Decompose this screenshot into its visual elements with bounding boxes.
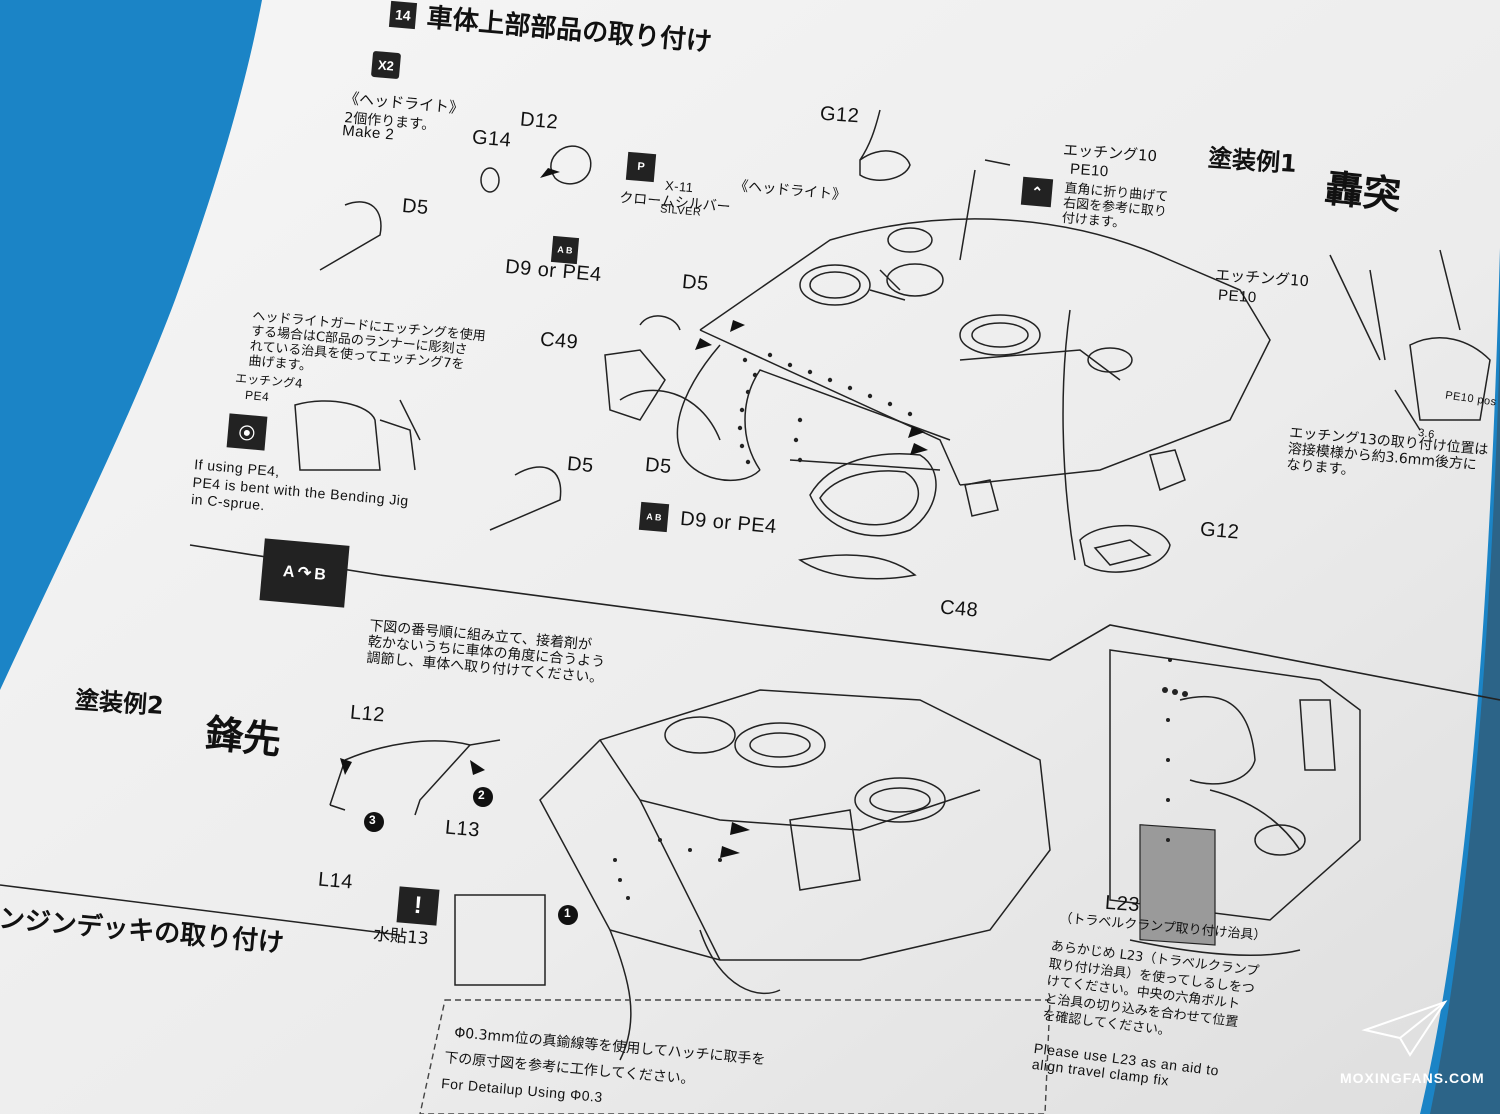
jig-icon-small-b: A B <box>638 501 670 533</box>
pe10-right: PE10 <box>1217 286 1258 307</box>
paint-icon: P <box>625 151 657 183</box>
multiplier-badge: X2 <box>370 50 402 80</box>
marking2-name: 鋒先 <box>202 710 284 763</box>
part-c49: C49 <box>539 328 580 354</box>
part-c48: C48 <box>939 596 980 622</box>
step-number: 14 <box>394 6 412 24</box>
bending-jig-icon: A ↷ B <box>259 538 350 608</box>
pe10-fold-note: 直角に折り曲げて 右図を参考に取り 付けます。 <box>1061 181 1169 232</box>
part-d5-c: D5 <box>566 452 595 478</box>
marking1-name: 轟突 <box>1322 165 1404 218</box>
step-number-badge: 14 <box>388 0 418 30</box>
part-l23: L23 <box>1104 891 1141 917</box>
part-d5-b: D5 <box>681 270 710 296</box>
part-d5-a: D5 <box>401 194 430 220</box>
part-g12-bottom: G12 <box>1199 518 1241 544</box>
part-g14: G14 <box>471 126 513 152</box>
fold-icon: ⌃ <box>1020 176 1054 208</box>
warning-icon: ! <box>396 886 440 926</box>
bend-icon: ⦿ <box>226 413 268 451</box>
part-g12-top: G12 <box>819 102 861 128</box>
step-circle-2: 2 <box>478 788 486 802</box>
part-l14: L14 <box>317 868 354 894</box>
step-circle-3: 3 <box>369 813 377 827</box>
paper-plane-logo <box>1361 1000 1448 1057</box>
part-l12: L12 <box>349 701 386 727</box>
part-d12: D12 <box>519 108 560 134</box>
part-d5-d: D5 <box>644 453 673 479</box>
pe4-label: PE4 <box>244 387 270 405</box>
step-circle-1: 1 <box>564 906 572 920</box>
part-l13: L13 <box>444 816 481 842</box>
pe10-label: PE10 <box>1069 160 1110 181</box>
watermark-text: MOXINGFANS.COM <box>1340 1070 1485 1086</box>
